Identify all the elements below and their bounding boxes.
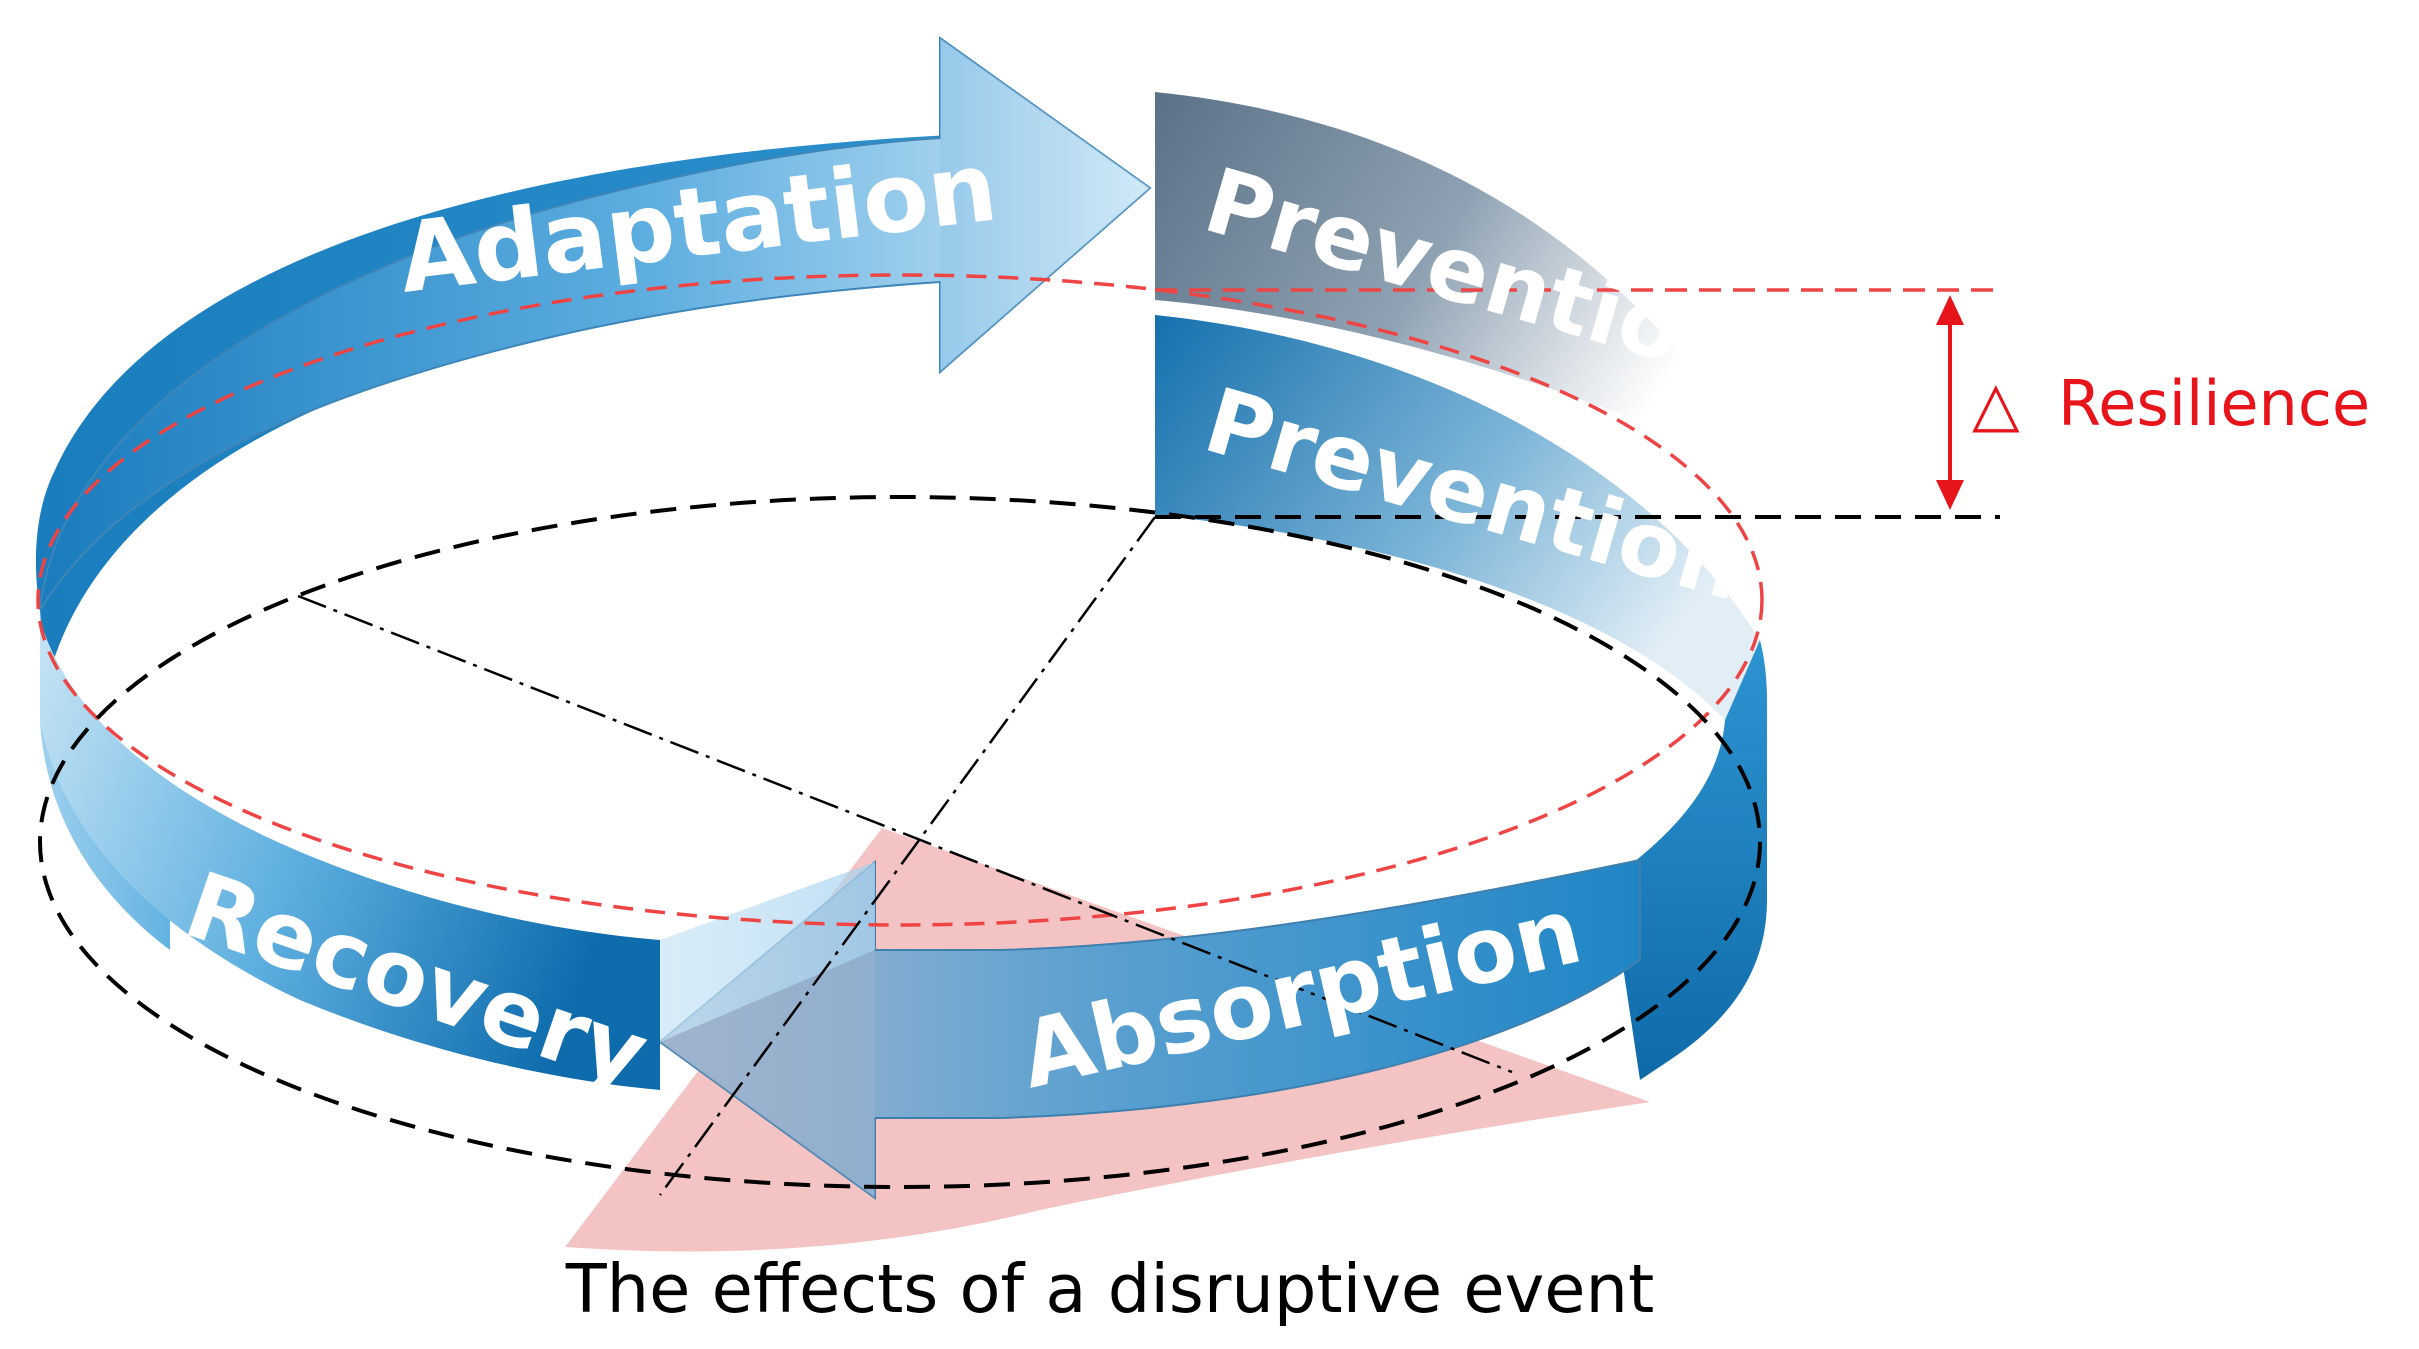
sector-line-center (658, 516, 1157, 1196)
sector-line-diagonal (297, 594, 1513, 1074)
resilience-symbol: △ (1972, 367, 2020, 440)
caption: The effects of a disruptive event (565, 1250, 1655, 1328)
recovery-tip (660, 862, 875, 1042)
resilience-label: Resilience (2058, 367, 2370, 440)
recovery-band[interactable] (40, 620, 660, 1120)
resilience-level-ellipse (36, 273, 1764, 927)
resilience-double-arrow (1936, 295, 1964, 510)
adaptation-arrow-tip (940, 38, 1150, 372)
baseline-ellipse (38, 495, 1762, 1189)
prevention-upper-block (1155, 92, 1755, 470)
